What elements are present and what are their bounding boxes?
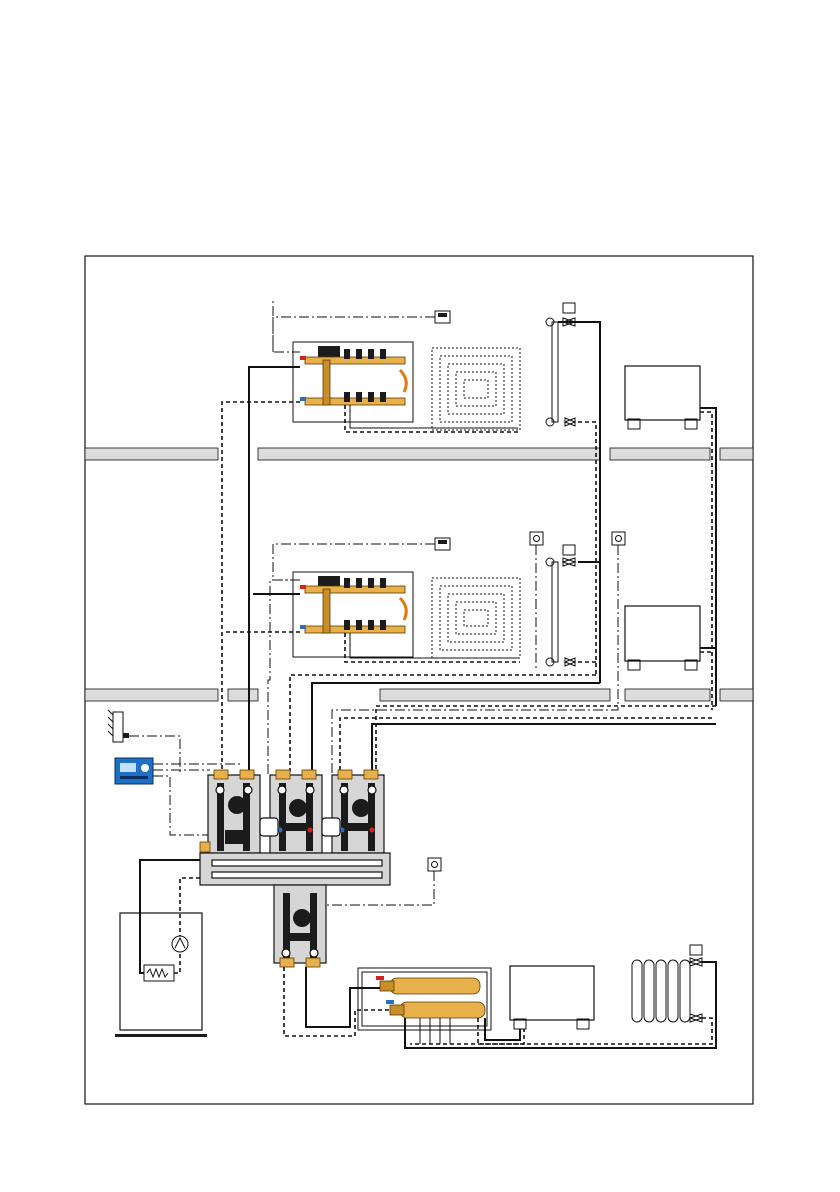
room-thermostat-middle — [435, 538, 450, 550]
room-thermostat-towel — [530, 532, 543, 545]
pump-group-1 — [208, 770, 260, 853]
underfloor-coil-middle — [432, 578, 520, 658]
pump-group-4 — [274, 885, 326, 967]
room-thermostat-upper — [435, 311, 450, 323]
underfloor-manifold-middle — [293, 572, 413, 657]
floor-slab-lower — [85, 689, 753, 701]
room-thermostat-ground — [428, 858, 441, 871]
radiator-manifold-ground — [358, 968, 491, 1030]
climate-controller — [115, 758, 153, 784]
fan-coil-middle — [625, 606, 700, 670]
fan-coil-upper — [625, 366, 700, 429]
room-thermostat-fancoil — [612, 532, 625, 545]
floor-slab-upper — [85, 448, 753, 460]
underfloor-manifold-upper — [293, 342, 413, 422]
column-radiator — [632, 945, 702, 1022]
pump-group-3 — [332, 770, 384, 853]
underfloor-coil-upper — [432, 348, 520, 430]
outdoor-sensor — [108, 710, 129, 742]
towel-rail-middle — [546, 545, 575, 666]
boiler — [115, 913, 207, 1037]
fan-coil-ground — [510, 966, 594, 1029]
pump-group-2 — [270, 770, 322, 853]
